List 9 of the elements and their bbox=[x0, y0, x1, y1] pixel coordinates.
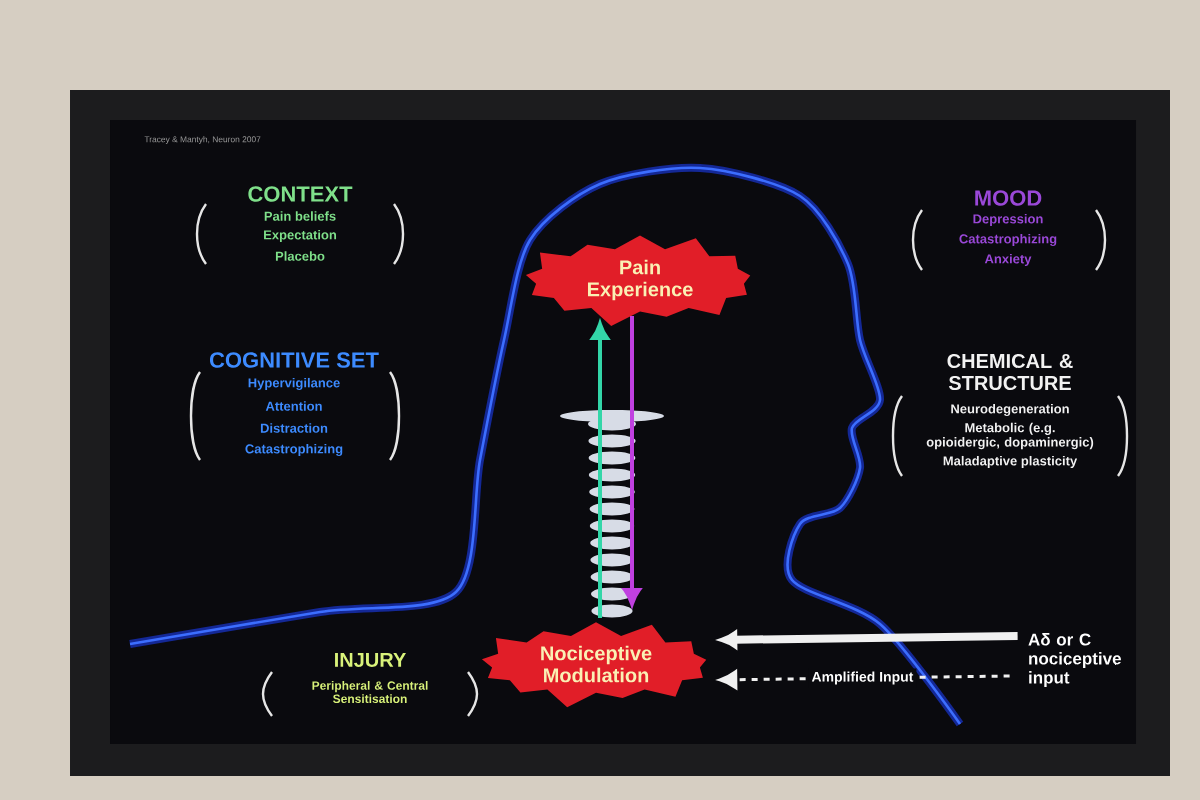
group-heading: CHEMICAL & STRUCTURE bbox=[947, 353, 1073, 391]
group-heading: INJURY bbox=[335, 653, 406, 667]
input-label: Aδ or C nociceptive input bbox=[1028, 633, 1121, 687]
group-heading: COGNITIVE SET bbox=[209, 352, 379, 368]
arrow bbox=[623, 316, 641, 606]
arrow bbox=[720, 631, 1018, 649]
group-heading: MOOD bbox=[975, 190, 1042, 206]
arrow bbox=[591, 322, 609, 618]
group-heading: CONTEXT bbox=[248, 186, 353, 202]
